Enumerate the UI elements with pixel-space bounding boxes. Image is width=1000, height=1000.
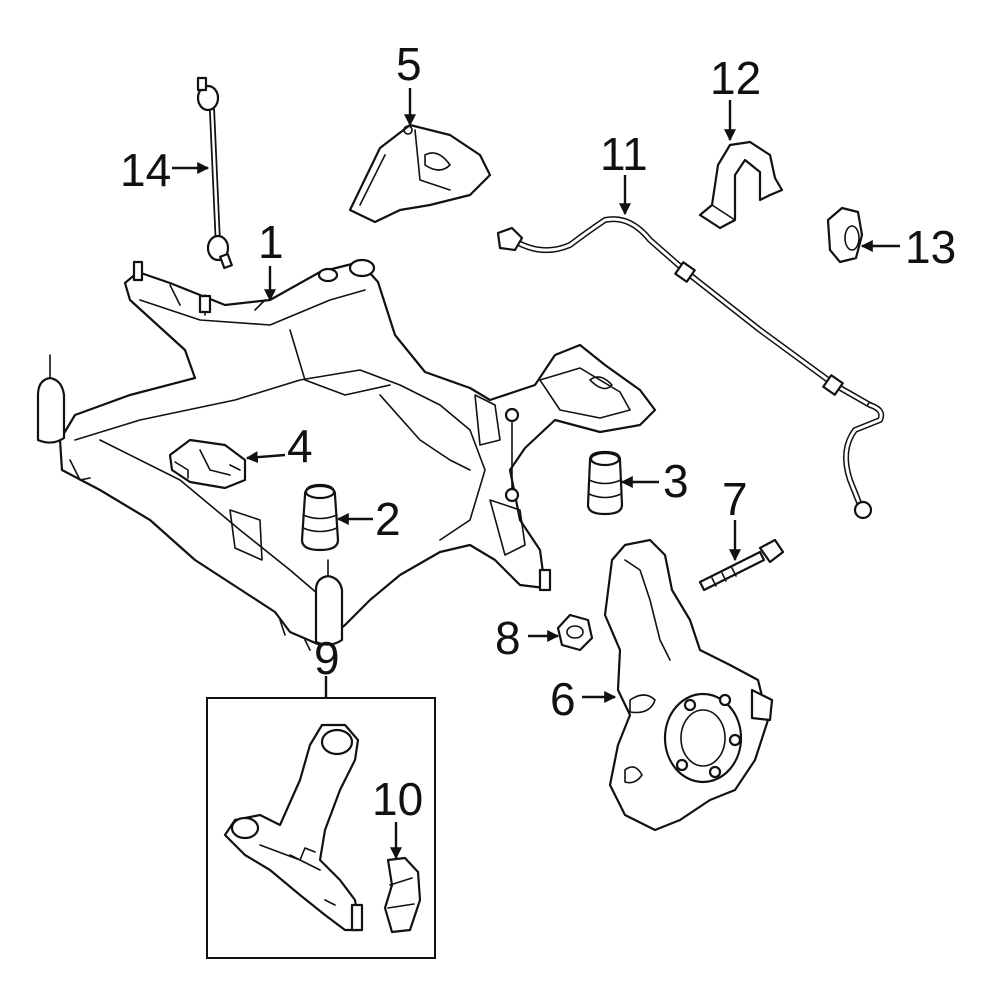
callout-5: 5 bbox=[396, 38, 422, 90]
front-subframe bbox=[36, 258, 657, 651]
callout-13: 13 bbox=[905, 221, 956, 273]
callout-1: 1 bbox=[258, 216, 284, 268]
nut-8 bbox=[556, 613, 594, 652]
ball-joint-10 bbox=[383, 856, 422, 934]
lower-arm-box bbox=[206, 697, 436, 959]
lower-control-arm bbox=[223, 723, 364, 932]
steering-knuckle bbox=[603, 538, 774, 832]
callout-8: 8 bbox=[495, 612, 521, 664]
callout-11: 11 bbox=[600, 128, 648, 180]
callout-10: 10 bbox=[372, 773, 423, 825]
callout-3: 3 bbox=[663, 455, 689, 507]
bushing-13 bbox=[826, 206, 864, 264]
bushing-3 bbox=[586, 450, 624, 516]
clamp-12 bbox=[698, 140, 784, 230]
callout-6: 6 bbox=[550, 673, 576, 725]
callout-2: 2 bbox=[375, 493, 401, 545]
bushing-2 bbox=[300, 483, 340, 552]
callout-12: 12 bbox=[710, 52, 761, 104]
callout-labels: 1 2 3 4 5 6 7 8 9 10 11 12 13 14 bbox=[120, 38, 956, 825]
callout-14: 14 bbox=[120, 144, 171, 196]
bolt-7 bbox=[698, 538, 785, 592]
leader-lines bbox=[172, 88, 900, 860]
stabilizer-bar bbox=[496, 216, 885, 520]
bracket-4 bbox=[168, 438, 247, 490]
callout-4: 4 bbox=[287, 420, 313, 472]
callout-7: 7 bbox=[722, 473, 748, 525]
callout-9: 9 bbox=[314, 632, 340, 684]
plate-5 bbox=[348, 123, 492, 224]
stabilizer-link bbox=[196, 76, 233, 270]
